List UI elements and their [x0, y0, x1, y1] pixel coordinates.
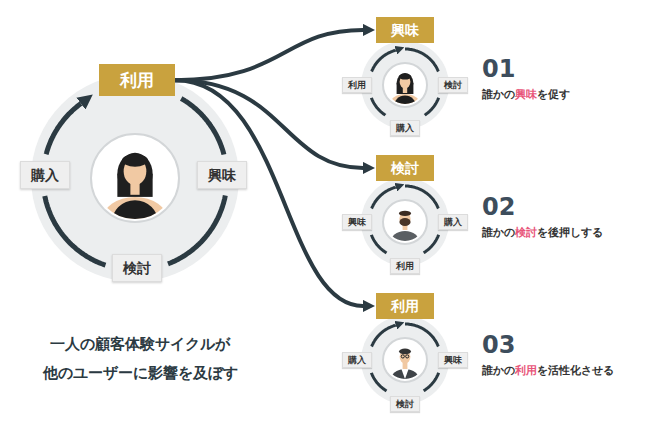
description-text: 誰かの — [482, 364, 515, 377]
stage-label: 興味 — [391, 22, 419, 38]
person-figure — [390, 349, 420, 393]
cycle-arrow — [405, 49, 438, 72]
stage-box-highlight: 興味 — [376, 17, 434, 44]
stage-label: 検討 — [396, 399, 414, 409]
highlight-word: 検討 — [515, 226, 537, 239]
highlight-word: 利用 — [515, 364, 537, 377]
shirt — [390, 231, 420, 255]
cycle-arrow — [371, 373, 386, 391]
cycle-arrow — [424, 235, 439, 253]
stage-box: 購入 — [390, 120, 420, 137]
stage-box: 利用 — [390, 258, 420, 275]
cycle-arrow — [372, 50, 396, 71]
hair — [399, 74, 411, 80]
note-text: 一人の顧客体験サイクルが 他のユーザーに影響を及ぼす — [25, 330, 255, 387]
stage-label: 検討 — [391, 160, 419, 176]
person-figure — [389, 73, 420, 118]
cycle-disc — [361, 41, 449, 129]
cycle-arrow — [46, 104, 81, 155]
description-text: を活性化させる — [537, 364, 614, 377]
stage-label: 利用 — [120, 70, 154, 90]
stage-box: 検討 — [390, 396, 420, 413]
description-text: を促す — [537, 88, 570, 101]
cycle-arrow — [424, 373, 439, 391]
cycle-arrow — [372, 325, 396, 346]
dress — [394, 96, 416, 118]
stage-box-highlight: 検討 — [376, 155, 434, 182]
cycle-disc — [361, 178, 449, 266]
stage-label: 購入 — [31, 167, 59, 183]
cycle-arrow — [405, 324, 438, 347]
cycle-arrow — [168, 196, 225, 264]
cycle-arrow — [175, 30, 363, 80]
hair — [399, 211, 411, 216]
callout-number: 03 — [482, 332, 515, 358]
stage-label: 購入 — [348, 355, 366, 365]
callout-number: 02 — [482, 194, 515, 220]
stage-label: 検討 — [444, 80, 462, 90]
cycle-graphic — [361, 178, 449, 266]
stage-label: 利用 — [391, 298, 419, 314]
stage-box: 購入 — [342, 352, 372, 369]
stage-box-highlight: 利用 — [376, 293, 434, 320]
cycle-arrow — [45, 196, 106, 265]
cycle-arrow — [405, 186, 438, 209]
stage-label: 購入 — [444, 217, 462, 227]
description-text: を後押しする — [537, 226, 603, 239]
hair — [399, 349, 411, 355]
person-figure — [390, 211, 420, 255]
avatar-circle — [383, 338, 427, 382]
stage-label: 購入 — [396, 123, 414, 133]
description-text: 誰かの — [482, 226, 515, 239]
cycle-arrow — [371, 98, 385, 115]
cycle-graphic — [361, 316, 449, 404]
cycle-graphic — [361, 41, 449, 129]
stage-label: 検討 — [123, 260, 151, 276]
dress — [111, 200, 158, 246]
glasses — [401, 355, 404, 358]
stage-label: 利用 — [348, 80, 366, 90]
callout-number: 01 — [482, 56, 515, 82]
glasses — [406, 355, 409, 358]
stage-label: 興味 — [208, 167, 236, 183]
stage-box: 購入 — [20, 161, 70, 190]
cycle-disc — [361, 316, 449, 404]
cycle-arrow — [175, 80, 363, 168]
stage-box-highlight: 利用 — [99, 64, 175, 96]
cycle-arrow — [425, 98, 439, 115]
stage-box: 興味 — [438, 352, 468, 369]
stage-label: 興味 — [444, 355, 462, 365]
highlight-word: 興味 — [515, 88, 537, 101]
suit — [390, 369, 420, 393]
hair — [397, 73, 414, 93]
stage-box: 興味 — [342, 214, 372, 231]
shirt — [401, 369, 408, 379]
cycle-arrow — [372, 187, 396, 208]
description-line: 誰かの利用を活性化させる — [482, 364, 614, 378]
stage-box: 興味 — [197, 161, 247, 190]
stage-box: 検討 — [112, 254, 162, 283]
cycle-arrow — [175, 80, 363, 306]
stage-box: 購入 — [438, 214, 468, 231]
cycle-arrow — [371, 235, 386, 253]
person-figure — [102, 153, 168, 247]
stage-box: 利用 — [342, 77, 372, 94]
hair — [122, 154, 148, 167]
description-line: 誰かの興味を促す — [482, 88, 570, 102]
description-line: 誰かの検討を後押しする — [482, 226, 603, 240]
description-text: 誰かの — [482, 88, 515, 101]
stage-label: 利用 — [396, 261, 414, 271]
beard — [399, 218, 410, 226]
stage-label: 興味 — [348, 217, 366, 227]
stage-box: 検討 — [438, 77, 468, 94]
cycle-arrow — [181, 99, 224, 155]
